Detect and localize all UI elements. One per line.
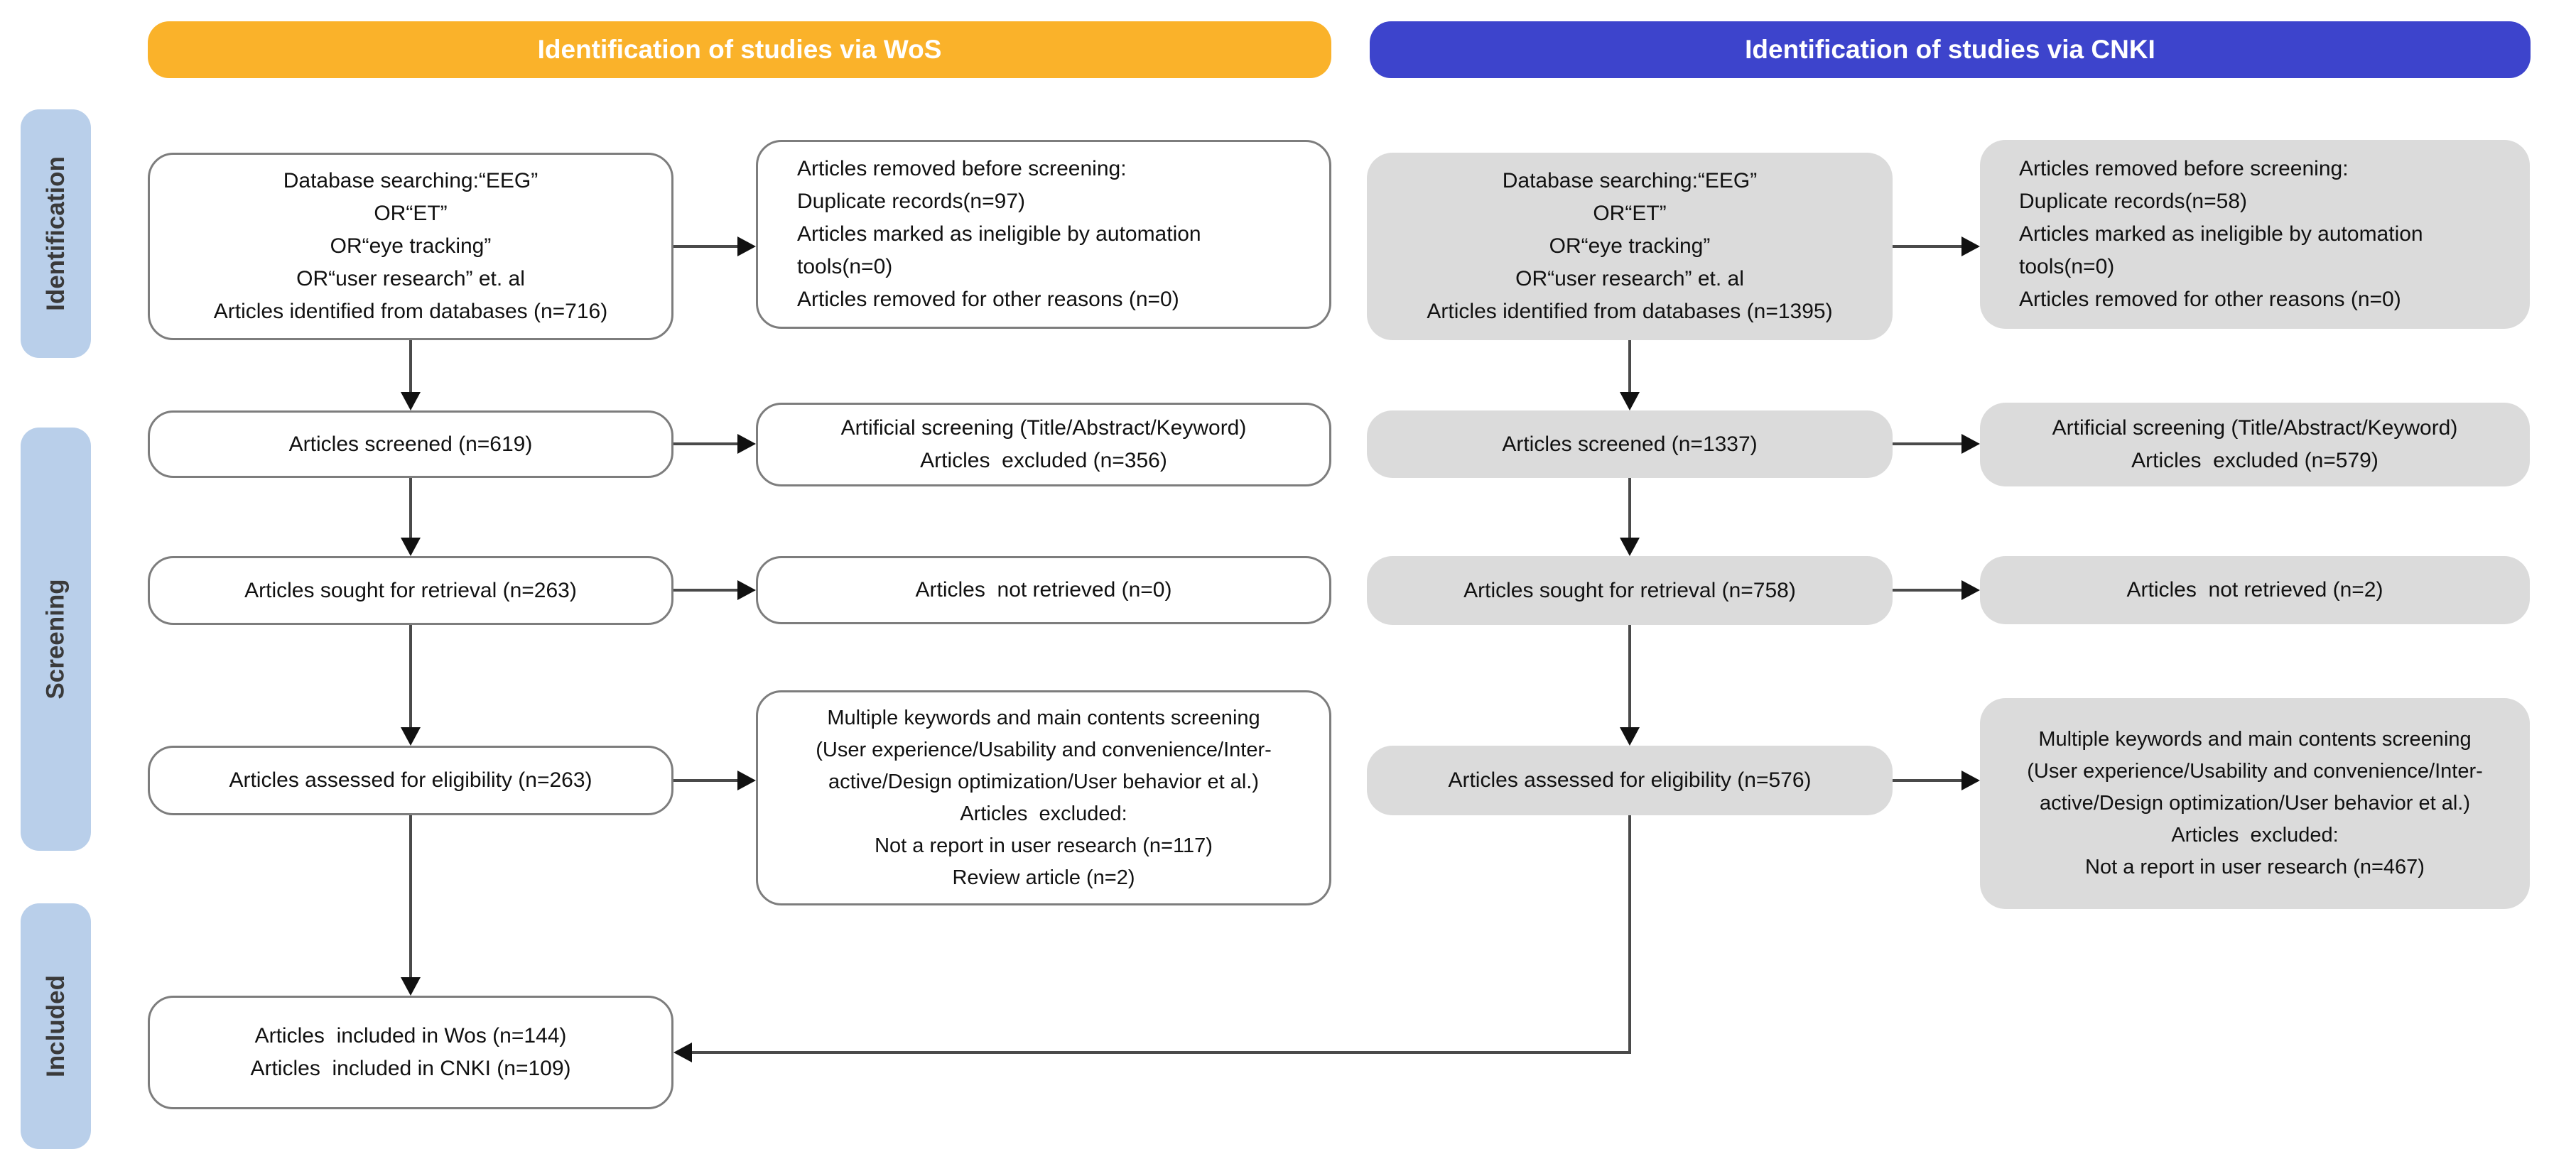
wos-screened-box: Articles screened (n=619) <box>148 410 673 478</box>
wos-sought-retrieval-box: Articles sought for retrieval (n=263) <box>148 556 673 625</box>
stage-badge-screening: Screening <box>21 428 91 851</box>
arrowhead-right-icon <box>1961 580 1980 600</box>
arrowhead-right-icon <box>737 771 756 790</box>
stage-label-included: Included <box>41 975 70 1077</box>
cnki-screened-box: Articles screened (n=1337) <box>1367 410 1893 478</box>
arrowhead-down-icon <box>401 392 421 410</box>
stage-badge-identification: Identification <box>21 109 91 358</box>
stage-badge-included: Included <box>21 903 91 1149</box>
arrow-wos-screened-to-artificial <box>673 442 737 445</box>
arrow-cnki-to-included <box>692 1051 1631 1054</box>
arrowhead-right-icon <box>1961 236 1980 256</box>
arrowhead-right-icon <box>737 580 756 600</box>
cnki-excluded-box: Multiple keywords and main contents scre… <box>1980 698 2530 909</box>
cnki-artificial-screening-box: Artificial screening (Title/Abstract/Key… <box>1980 403 2530 486</box>
cnki-sought-retrieval-box: Articles sought for retrieval (n=758) <box>1367 556 1893 625</box>
cnki-column-header: Identification of studies via CNKI <box>1370 21 2531 78</box>
arrow-wos-screened-to-retrieval <box>409 478 412 538</box>
arrow-wos-identified-to-screened <box>409 340 412 392</box>
arrowhead-right-icon <box>737 434 756 454</box>
stage-label-identification: Identification <box>41 156 70 311</box>
arrow-wos-retrieval-to-eligibility <box>409 625 412 727</box>
cnki-removed-before-screening-box: Articles removed before screening: Dupli… <box>1980 140 2530 329</box>
arrowhead-down-icon <box>401 727 421 746</box>
included-box: Articles included in Wos (n=144) Article… <box>148 996 673 1109</box>
arrow-cnki-screened-to-artificial <box>1893 442 1961 445</box>
arrow-wos-eligibility-to-included <box>409 815 412 977</box>
wos-artificial-screening-box: Artificial screening (Title/Abstract/Key… <box>756 403 1331 486</box>
arrowhead-down-icon <box>401 538 421 556</box>
arrowhead-down-icon <box>1620 538 1640 556</box>
arrowhead-right-icon <box>1961 771 1980 790</box>
stage-label-screening: Screening <box>41 579 70 700</box>
cnki-not-retrieved-box: Articles not retrieved (n=2) <box>1980 556 2530 624</box>
arrow-cnki-identified-to-removed <box>1893 245 1961 248</box>
arrowhead-right-icon <box>1961 434 1980 454</box>
arrow-wos-retrieval-to-notretrieved <box>673 589 737 592</box>
wos-excluded-box: Multiple keywords and main contents scre… <box>756 690 1331 905</box>
arrow-cnki-identified-to-screened <box>1628 340 1631 392</box>
arrow-cnki-eligibility-down-segment <box>1628 815 1631 1054</box>
wos-removed-before-screening-box: Articles removed before screening: Dupli… <box>756 140 1331 329</box>
arrowhead-down-icon <box>1620 727 1640 746</box>
arrowhead-down-icon <box>1620 392 1640 410</box>
arrowhead-right-icon <box>737 236 756 256</box>
arrow-wos-identified-to-removed <box>673 245 737 248</box>
arrowhead-down-icon <box>401 977 421 996</box>
arrow-cnki-eligibility-to-excluded <box>1893 779 1961 782</box>
arrow-cnki-retrieval-to-notretrieved <box>1893 589 1961 592</box>
wos-not-retrieved-box: Articles not retrieved (n=0) <box>756 556 1331 624</box>
arrow-cnki-screened-to-retrieval <box>1628 478 1631 538</box>
cnki-identified-box: Database searching:“EEG” OR“ET” OR“eye t… <box>1367 153 1893 340</box>
arrowhead-left-icon <box>673 1043 692 1062</box>
cnki-eligibility-box: Articles assessed for eligibility (n=576… <box>1367 746 1893 815</box>
arrow-cnki-retrieval-to-eligibility <box>1628 625 1631 727</box>
wos-eligibility-box: Articles assessed for eligibility (n=263… <box>148 746 673 815</box>
wos-identified-box: Database searching:“EEG” OR“ET” OR“eye t… <box>148 153 673 340</box>
arrow-wos-eligibility-to-excluded <box>673 779 737 782</box>
wos-column-header: Identification of studies via WoS <box>148 21 1331 78</box>
